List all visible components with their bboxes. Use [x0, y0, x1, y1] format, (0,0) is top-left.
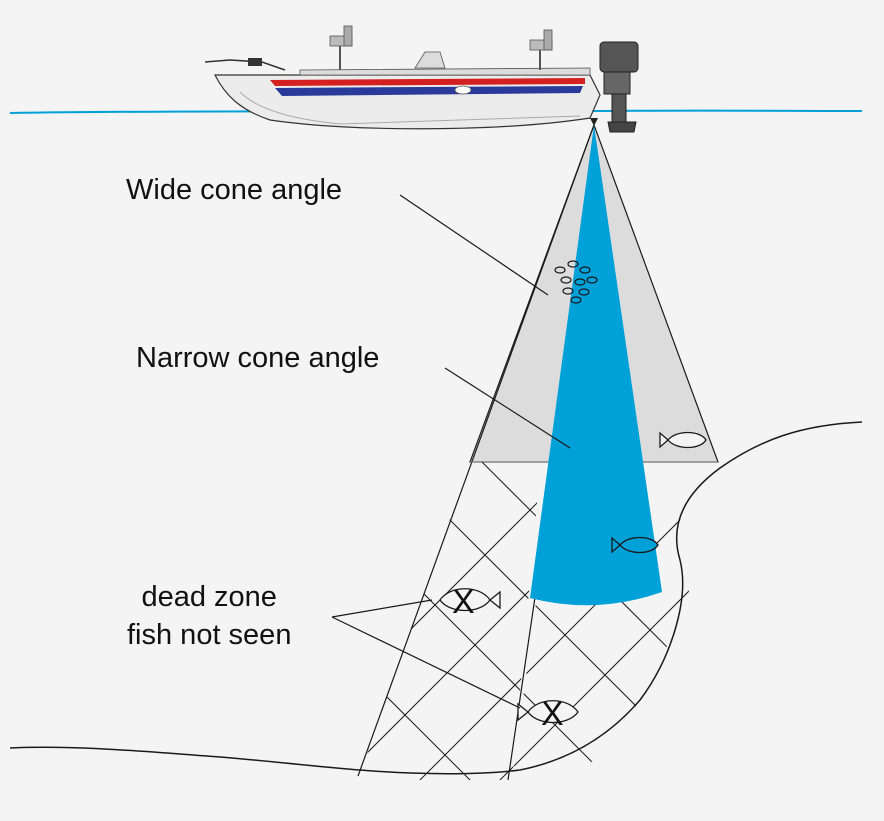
- fish-icon: [611, 536, 659, 554]
- boat-icon: [204, 25, 601, 130]
- outboard-motor-icon: [599, 41, 639, 133]
- wide-cone-label: Wide cone angle: [126, 174, 343, 206]
- dead-zone-leader-2: [331, 616, 521, 709]
- narrow-cone-leader: [444, 367, 571, 449]
- wide-cone-leader: [399, 194, 549, 296]
- fish-icon: [517, 700, 579, 724]
- fish-icon: [659, 431, 707, 449]
- narrow-cone-label: Narrow cone angle: [136, 342, 380, 374]
- dead-zone-label-line2: fish not seen: [127, 619, 292, 651]
- dead-zone-label-line1: dead zone: [141, 581, 277, 613]
- dead-zone-hatching: [358, 462, 700, 780]
- dead-zone-leader-1: [331, 599, 433, 618]
- wide-cone-edge-left: [357, 124, 595, 777]
- fish-school: [554, 260, 598, 304]
- dead-zone-label: dead zone fish not seen: [127, 578, 291, 654]
- transducer: [590, 118, 598, 126]
- lake-bottom: [9, 421, 863, 775]
- dead-fish-x-mark: X: [452, 583, 475, 621]
- fish-icon: [439, 588, 501, 612]
- dead-fish-x-mark: X: [541, 695, 564, 733]
- narrow-cone: [530, 125, 662, 606]
